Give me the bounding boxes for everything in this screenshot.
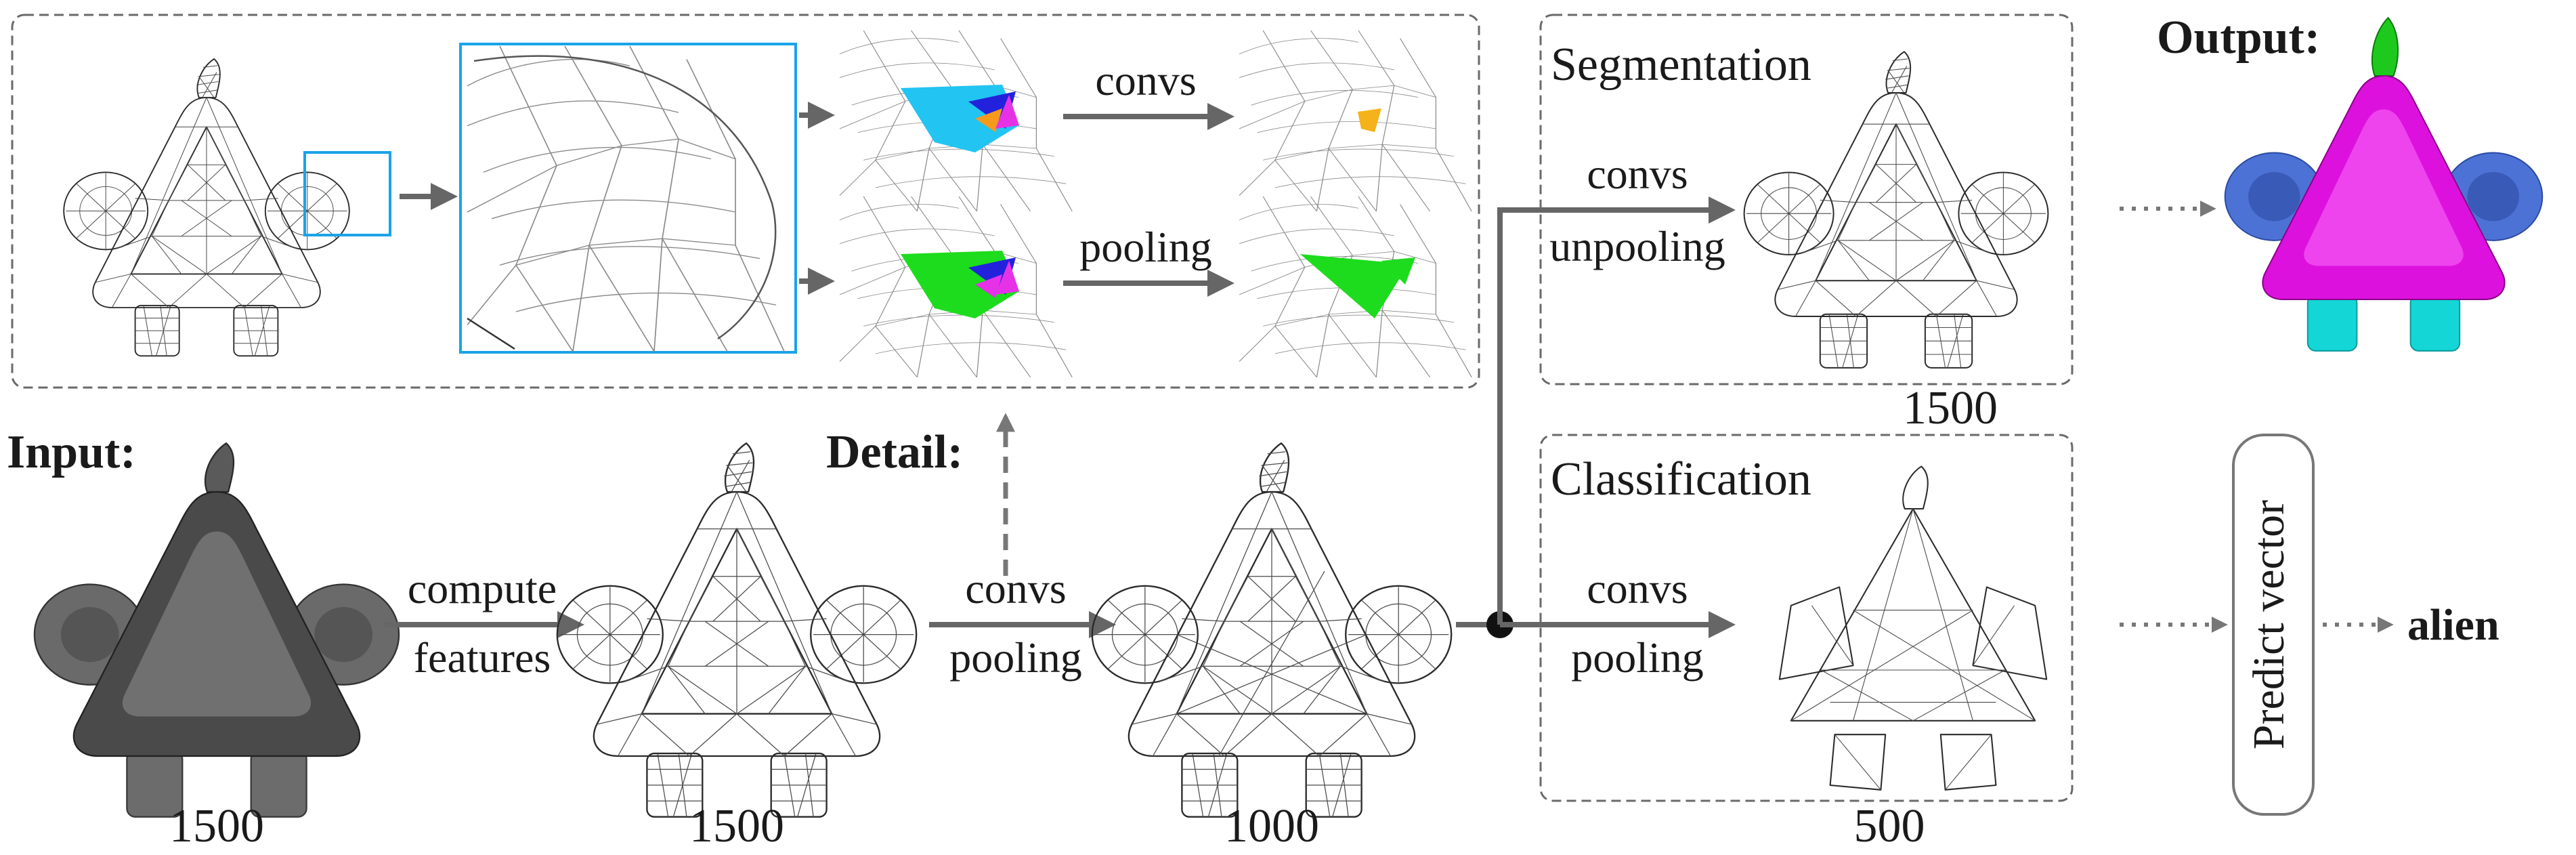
detail-label: Detail: xyxy=(826,426,963,478)
segmentation-count: 1500 xyxy=(1903,382,1998,434)
seg-unpooling-label: unpooling xyxy=(1549,222,1725,270)
segmentation-label: Segmentation xyxy=(1551,39,1811,91)
conv-output-patch xyxy=(1239,30,1472,212)
pool-output-patch xyxy=(1239,196,1472,378)
compute-label: compute xyxy=(408,564,557,612)
segmentation-wire-mesh xyxy=(1743,51,2049,369)
classification-box xyxy=(1539,434,2074,802)
predict-vector-box xyxy=(2232,434,2315,816)
features-count: 1500 xyxy=(689,800,784,852)
main-convs-label: convs xyxy=(965,564,1066,612)
input-label: Input: xyxy=(7,426,136,478)
pool-input-patch xyxy=(839,196,1073,378)
seg-convs-label: convs xyxy=(1587,150,1688,198)
detail-convs-label: convs xyxy=(1095,56,1196,104)
cls-pooling-label: pooling xyxy=(1571,633,1704,682)
classification-wire-mesh xyxy=(1778,465,2048,791)
input-solid-mesh xyxy=(33,442,400,818)
detail-pooling-label: pooling xyxy=(1079,223,1212,271)
segmented-output-mesh xyxy=(2224,16,2543,352)
predict-vector-label: Predict vector xyxy=(2244,500,2294,749)
conv-input-patch xyxy=(839,30,1073,212)
classification-label: Classification xyxy=(1551,453,1811,505)
detail-full-mesh xyxy=(63,58,350,357)
alien-result-label: alien xyxy=(2407,600,2499,650)
cls-convs-label: convs xyxy=(1587,564,1688,612)
pooled-wire-mesh xyxy=(1091,442,1453,818)
seg-branch-line xyxy=(1497,196,1736,625)
feature-wire-mesh xyxy=(556,442,918,818)
segmentation-box xyxy=(1539,14,2074,385)
main-pooling-label: pooling xyxy=(949,633,1082,682)
input-count: 1500 xyxy=(169,800,264,852)
features-label: features xyxy=(414,633,551,682)
output-label: Output: xyxy=(2157,12,2320,64)
detail-box xyxy=(11,14,1480,389)
zoom-region-marker xyxy=(303,151,391,236)
zoomed-mesh-patch xyxy=(459,43,797,354)
pooled-count: 1000 xyxy=(1224,800,1319,852)
classification-count: 500 xyxy=(1854,800,1925,852)
